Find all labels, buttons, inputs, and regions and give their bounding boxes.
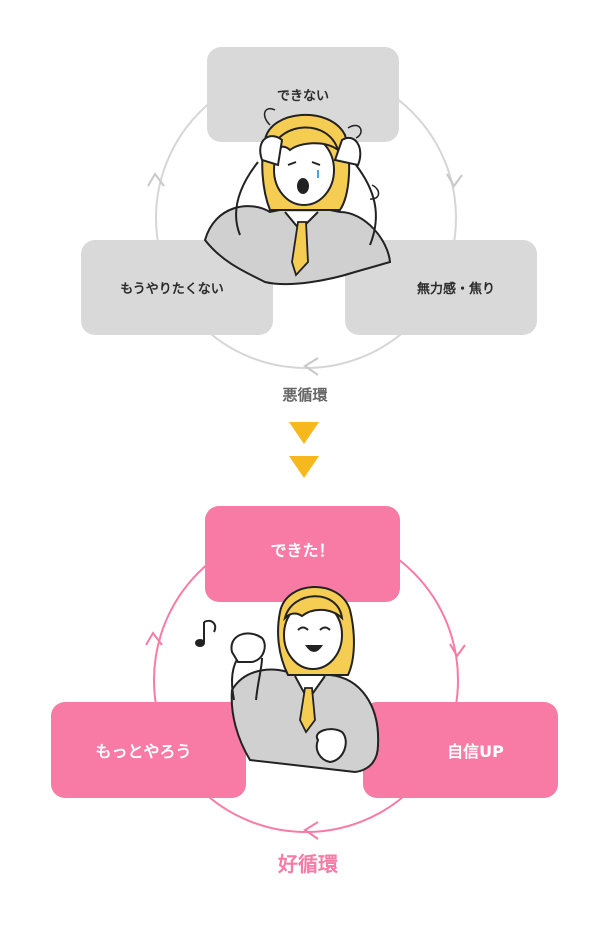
bad-cycle-arrow-right xyxy=(446,173,463,188)
music-note-icon xyxy=(195,619,217,647)
good-step-did-it: できた！ xyxy=(205,506,400,602)
bad-step-give-up-label: もうやりたくない xyxy=(120,282,224,297)
good-cycle-arrow-bottom xyxy=(303,821,319,840)
good-step-did-it-label: できた！ xyxy=(270,541,335,560)
bad-cycle-arrow-bottom xyxy=(303,357,319,376)
down-arrow-2 xyxy=(289,456,319,478)
good-step-confidence-label: 自信UP xyxy=(447,742,504,761)
good-cycle-title: 好循環 xyxy=(278,852,338,876)
good-step-do-more: もっとやろう xyxy=(51,702,246,798)
bad-cycle-title: 悪循環 xyxy=(282,386,328,404)
good-cycle-arrow-right xyxy=(449,643,466,658)
down-arrow-1 xyxy=(289,422,319,444)
bad-step-helpless-label: 無力感・焦り xyxy=(416,282,495,297)
bad-cycle-arrow-left xyxy=(147,172,165,187)
good-step-confidence: 自信UP xyxy=(363,702,558,798)
good-step-do-more-label: もっとやろう xyxy=(95,742,192,761)
bad-step-cannot-label: できない xyxy=(276,89,329,104)
good-cycle-arrow-left xyxy=(145,631,163,646)
